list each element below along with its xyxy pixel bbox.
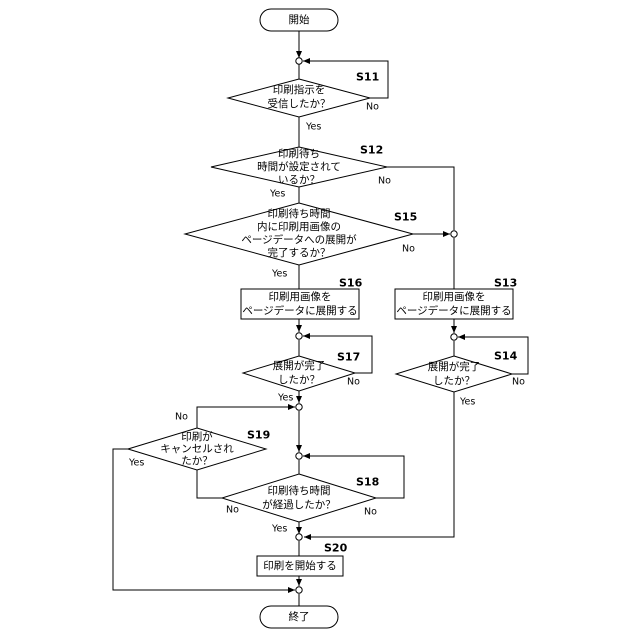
s11-line-1: 印刷指示を bbox=[273, 83, 326, 96]
step-label-s17: S17 bbox=[337, 351, 360, 364]
process-s16: 印刷用画像を ページデータに展開する bbox=[241, 289, 359, 319]
s15-line-4: 完了するか？ bbox=[268, 246, 331, 259]
s14-line-1: 展開が完了 bbox=[428, 360, 481, 373]
start-label: 開始 bbox=[289, 13, 310, 26]
s15-line-3: ページデータへの展開が bbox=[241, 233, 357, 246]
merge-dot bbox=[296, 534, 302, 540]
s16-line-2: ページデータに展開する bbox=[242, 304, 357, 317]
decision-s18: 印刷待ち時間 が経過したか？ bbox=[222, 474, 376, 522]
step-label-s13: S13 bbox=[494, 277, 517, 290]
arrow-s14-yes bbox=[304, 392, 454, 537]
s12-no-label: No bbox=[378, 176, 391, 187]
s15-line-1: 印刷待ち時間 bbox=[268, 207, 331, 220]
step-label-s12: S12 bbox=[360, 144, 383, 157]
s17-line-1: 展開が完了 bbox=[273, 359, 326, 372]
s19-line-1: 印刷が bbox=[181, 430, 213, 443]
end-terminal: 終了 bbox=[260, 606, 338, 628]
s18-line-1: 印刷待ち時間 bbox=[268, 484, 331, 497]
s18-no-left-label: No bbox=[226, 505, 239, 516]
s14-no-label: No bbox=[512, 377, 525, 388]
s17-yes-label: Yes bbox=[277, 393, 293, 404]
s16-line-1: 印刷用画像を bbox=[269, 290, 332, 303]
s15-yes-label: Yes bbox=[271, 269, 287, 280]
process-s13: 印刷用画像を ページデータに展開する bbox=[395, 289, 513, 319]
s12-yes-label: Yes bbox=[269, 189, 285, 200]
s19-line-2: キャンセルされ bbox=[160, 443, 234, 455]
s20-label: 印刷を開始する bbox=[263, 559, 337, 572]
merge-dot bbox=[451, 334, 457, 340]
start-terminal: 開始 bbox=[260, 9, 338, 31]
s15-no-label: No bbox=[402, 244, 415, 255]
decision-s15: 印刷待ち時間 内に印刷用画像の ページデータへの展開が 完了するか？ bbox=[185, 203, 413, 265]
s17-line-2: したか？ bbox=[278, 374, 320, 386]
step-label-s18: S18 bbox=[356, 476, 379, 489]
step-label-s15: S15 bbox=[394, 211, 417, 224]
step-label-s20: S20 bbox=[324, 542, 348, 555]
s11-yes-label: Yes bbox=[305, 122, 321, 133]
s18-line-2: が経過したか？ bbox=[262, 498, 336, 511]
s18-no-right-label: No bbox=[364, 507, 377, 518]
merge-dot bbox=[296, 333, 302, 339]
merge-dot bbox=[296, 453, 302, 459]
s12-line-1: 印刷待ち bbox=[278, 147, 320, 160]
s17-no-label: No bbox=[347, 377, 360, 388]
s18-yes-label: Yes bbox=[271, 524, 287, 535]
s11-line-2: 受信したか？ bbox=[268, 98, 331, 110]
step-label-s14: S14 bbox=[494, 350, 518, 363]
decision-s11: 印刷指示を 受信したか？ bbox=[228, 79, 370, 117]
merge-dot bbox=[296, 587, 302, 593]
step-label-s16: S16 bbox=[339, 277, 363, 290]
s19-line-3: たか？ bbox=[181, 455, 213, 467]
merge-dot bbox=[296, 404, 302, 410]
s14-line-2: したか？ bbox=[433, 375, 475, 387]
s12-line-2: 時間が設定されて bbox=[257, 160, 341, 173]
arrow-s19-no bbox=[197, 407, 295, 428]
s14-yes-label: Yes bbox=[459, 397, 475, 408]
s13-line-1: 印刷用画像を bbox=[423, 290, 486, 303]
step-label-s19: S19 bbox=[247, 429, 270, 442]
s11-no-label: No bbox=[366, 102, 379, 113]
s19-yes-label: Yes bbox=[128, 458, 144, 469]
s12-line-3: いるか？ bbox=[278, 174, 320, 186]
process-s20: 印刷を開始する bbox=[257, 556, 343, 576]
merge-dot bbox=[296, 58, 302, 64]
s19-no-label: No bbox=[175, 412, 188, 423]
end-label: 終了 bbox=[289, 610, 310, 623]
step-label-s11: S11 bbox=[356, 71, 379, 84]
s15-line-2: 内に印刷用画像の bbox=[257, 220, 341, 233]
merge-dot bbox=[451, 231, 457, 237]
s13-line-2: ページデータに展開する bbox=[396, 304, 511, 317]
line-s18-no-to-s19 bbox=[197, 470, 222, 498]
decision-s19: 印刷が キャンセルされ たか？ bbox=[128, 428, 266, 470]
